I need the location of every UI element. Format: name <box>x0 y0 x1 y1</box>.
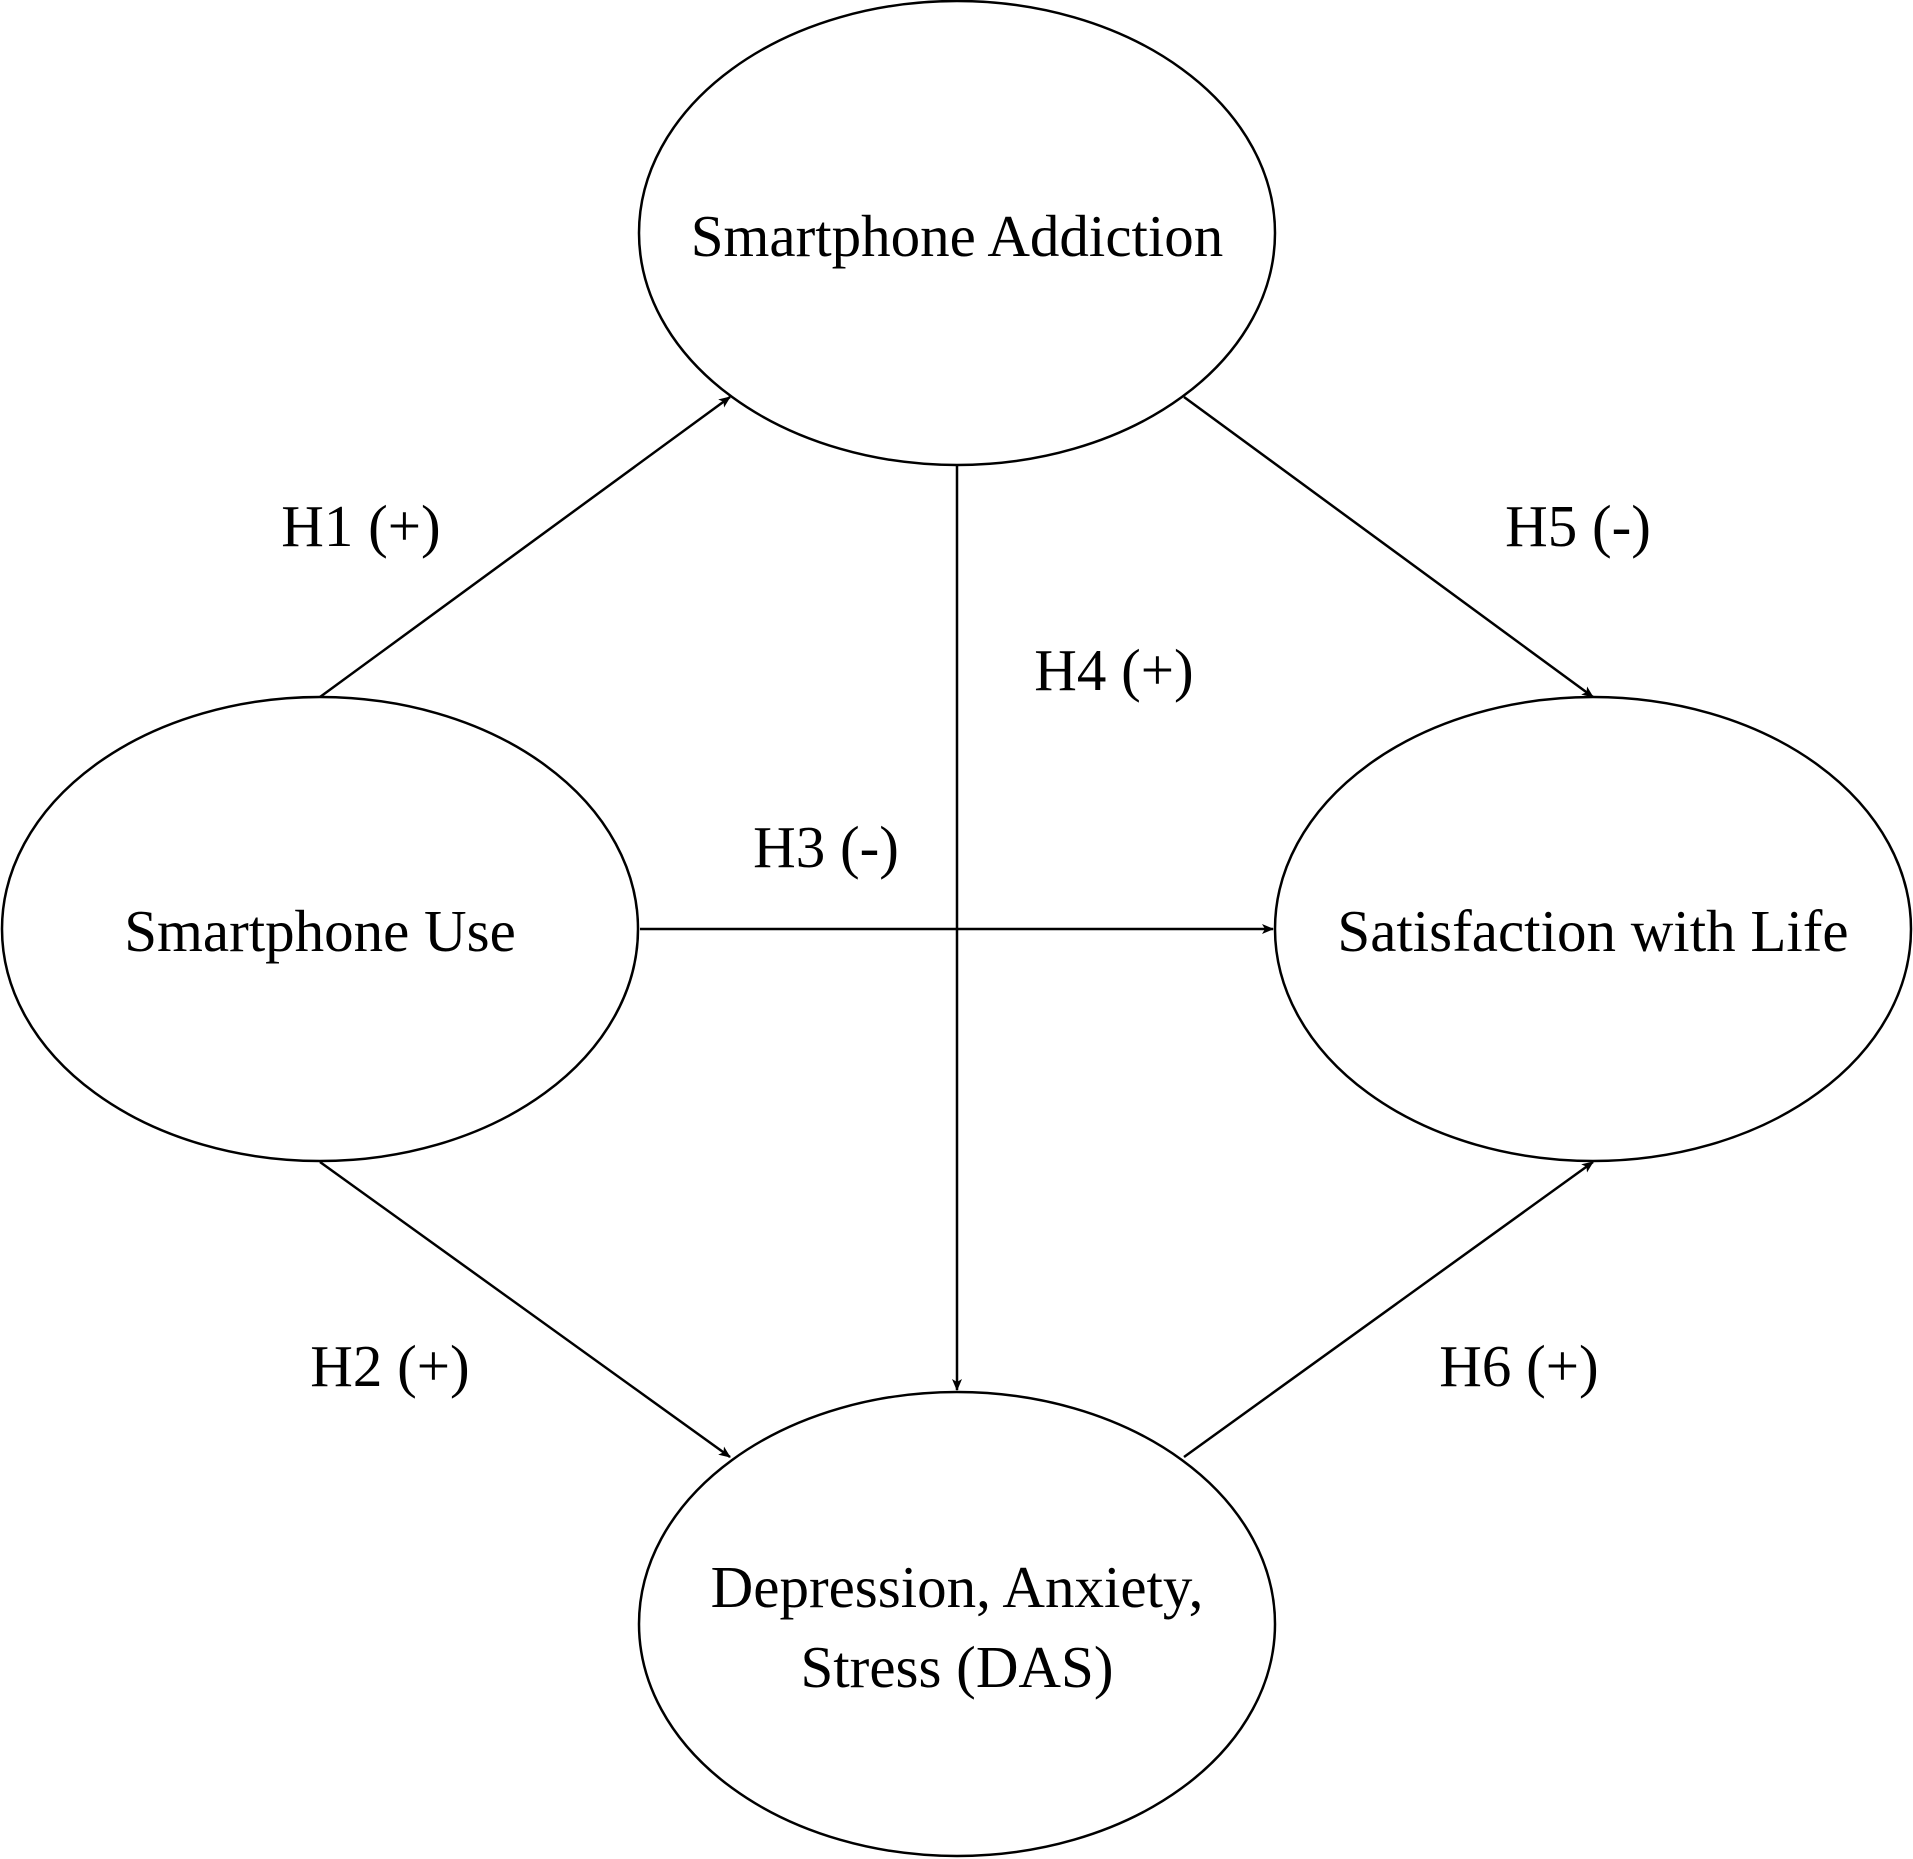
node-das <box>637 1390 1277 1858</box>
node-label-satisfaction-with-life: Satisfaction with Life <box>1337 898 1848 964</box>
node-smartphone-addiction <box>637 0 1277 467</box>
edge-label-h2: H2 (+) <box>310 1333 469 1399</box>
node-label-das-line2: Stress (DAS) <box>800 1634 1113 1700</box>
node-label-smartphone-addiction: Smartphone Addiction <box>691 203 1224 269</box>
edge-label-h4: H4 (+) <box>1034 637 1193 703</box>
edge-label-h5: H5 (-) <box>1505 493 1651 559</box>
node-label-smartphone-use: Smartphone Use <box>124 898 516 964</box>
edge-h5-arrow <box>1183 395 1594 699</box>
edge-label-h1: H1 (+) <box>281 493 440 559</box>
edge-h1-arrow <box>319 395 731 699</box>
node-label-das-line1: Depression, Anxiety, <box>711 1554 1204 1620</box>
edge-h2-arrow <box>319 1160 731 1459</box>
edge-label-h3: H3 (-) <box>753 814 899 880</box>
node-smartphone-use <box>0 695 640 1163</box>
edge-h6-arrow <box>1183 1160 1594 1459</box>
edge-label-h6: H6 (+) <box>1439 1333 1598 1399</box>
node-satisfaction-with-life <box>1273 695 1913 1163</box>
